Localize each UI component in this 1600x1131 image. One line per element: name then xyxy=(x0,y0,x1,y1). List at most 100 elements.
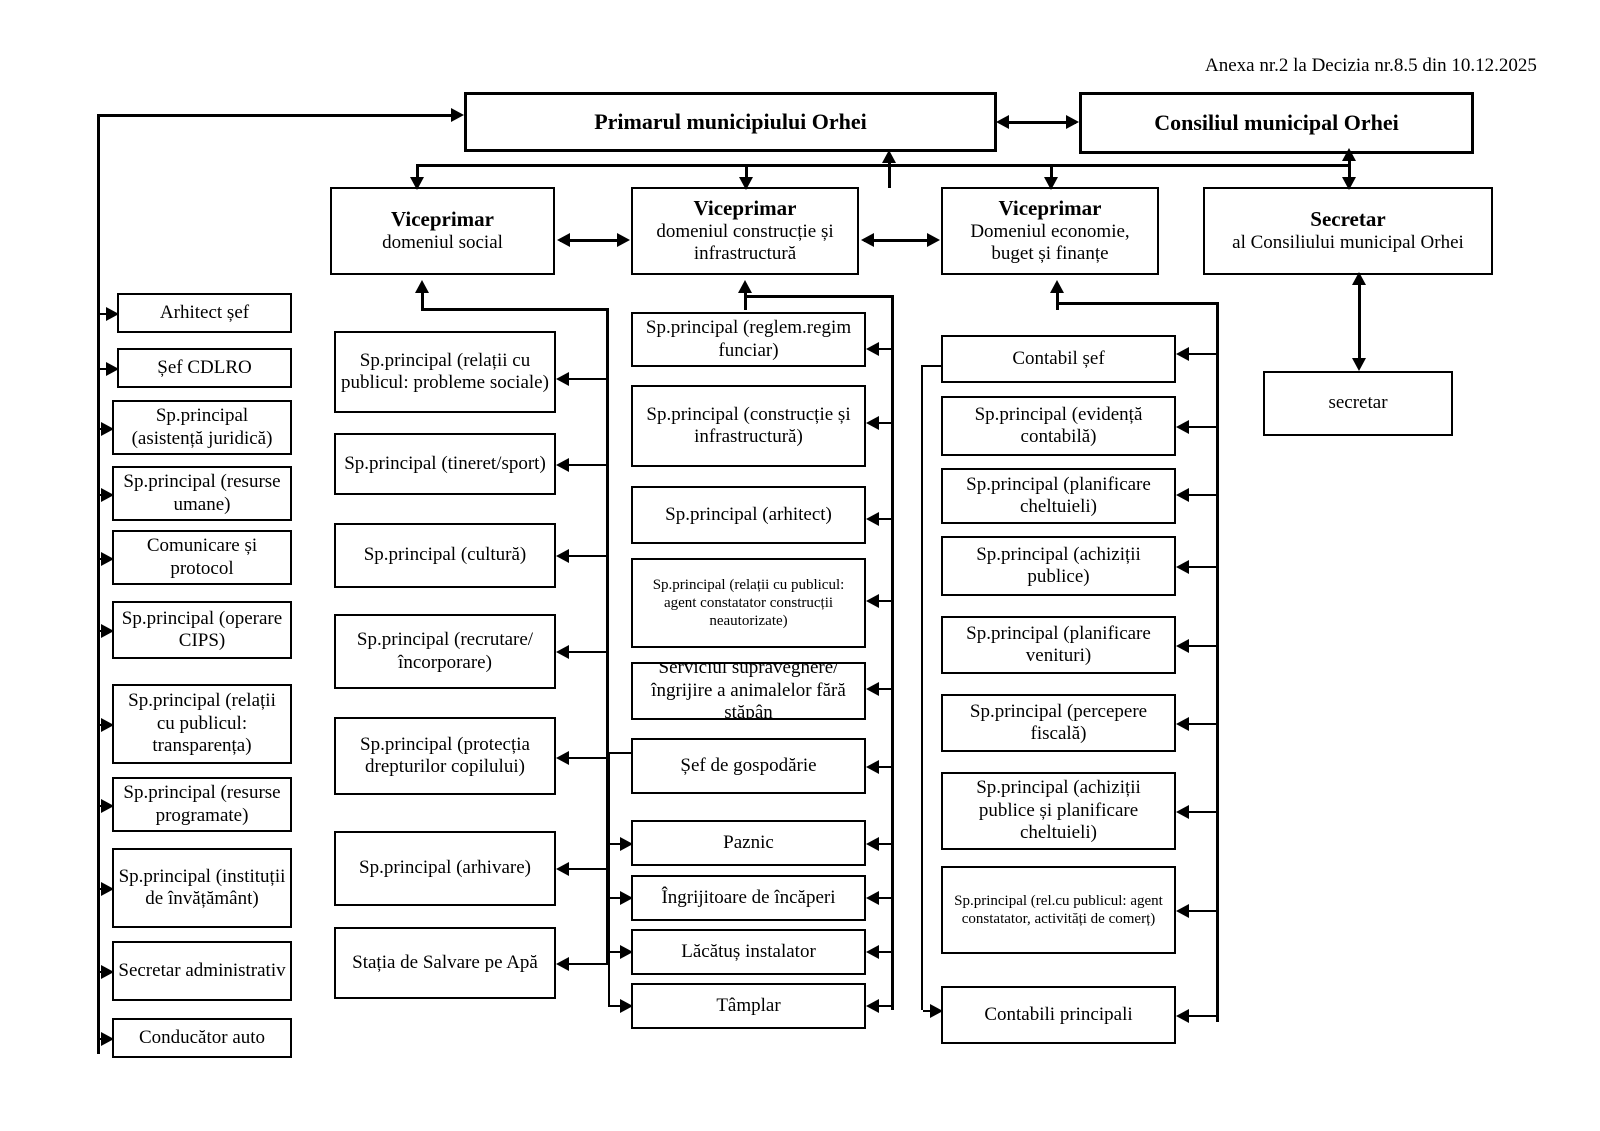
arrow-left-s4 xyxy=(556,751,569,765)
stub-e1 xyxy=(1180,426,1218,428)
box-deputy-social[interactable]: Viceprimar domeniul social xyxy=(330,187,555,275)
box-institutii-invatamant[interactable]: Sp.principal (instituții de învățământ) xyxy=(112,848,292,928)
connector-social-construction xyxy=(560,239,626,242)
arrow-right-contabili-principali xyxy=(930,1004,943,1018)
arrow-right-2 xyxy=(101,422,114,436)
box-achizitii-publice[interactable]: Sp.principal (achiziții publice) xyxy=(941,536,1176,596)
arrow-left-e0 xyxy=(1176,347,1189,361)
box-tamplar[interactable]: Tâmplar xyxy=(631,983,866,1029)
bus-mayor-left-vertical xyxy=(97,114,100,1054)
box-label: Sp.principal (reglem.regim funciar) xyxy=(645,317,852,361)
box-contabili-principali[interactable]: Contabili principali xyxy=(941,986,1176,1044)
subbus-gosp-in xyxy=(608,752,633,754)
arrow-right-7 xyxy=(101,799,114,813)
box-deputy-economy[interactable]: Viceprimar Domeniul economie, buget și f… xyxy=(941,187,1159,275)
box-secretar-staff[interactable]: secretar xyxy=(1263,371,1453,436)
box-mayor-label: Primarul municipiului Orhei xyxy=(594,109,867,135)
stub-c8b xyxy=(870,951,893,953)
stub-s2 xyxy=(560,555,608,557)
arrow-right-c7 xyxy=(620,891,633,905)
box-resurse-programate[interactable]: Sp.principal (resurse programate) xyxy=(112,777,292,832)
box-asistenta-juridica[interactable]: Sp.principal (asistență juridică) xyxy=(112,400,292,455)
arrow-left-c0 xyxy=(866,342,879,356)
box-probleme-sociale[interactable]: Sp.principal (relații cu publicul: probl… xyxy=(334,331,556,413)
box-label: Sp.principal (resurse umane) xyxy=(123,471,281,515)
box-sef-cdlro[interactable]: Șef CDLRO xyxy=(117,348,292,388)
arrow-left-construction xyxy=(861,233,874,247)
arrow-up-to-mayor xyxy=(882,150,896,163)
bus-construction-top xyxy=(744,295,894,298)
arrow-left-e4 xyxy=(1176,639,1189,653)
box-label: Sp.principal (achiziții publice) xyxy=(976,543,1141,587)
box-arhitect-sef[interactable]: Arhitect șef xyxy=(117,293,292,333)
box-serviciu-animale[interactable]: Serviciul supraveghere/ îngrijire a anim… xyxy=(631,662,866,720)
box-percepere-fiscala[interactable]: Sp.principal (percepere fiscală) xyxy=(941,694,1176,752)
arrow-down-deputy-social xyxy=(410,177,424,190)
box-secretar-administrativ[interactable]: Secretar administrativ xyxy=(112,941,292,1001)
stub-s1 xyxy=(560,464,608,466)
connector-mayor-up-stub xyxy=(888,158,891,188)
box-contabil-sef[interactable]: Contabil șef xyxy=(941,335,1176,383)
box-label: Lăcătuș instalator xyxy=(681,940,816,962)
box-label: Sp.principal (instituții de învățământ) xyxy=(118,865,286,909)
box-recrutare-incorporare[interactable]: Sp.principal (recrutare/încorporare) xyxy=(334,614,556,689)
box-label: Sp.principal (relații cu publicul: trans… xyxy=(128,690,276,757)
deputy-economy-subtitle: Domeniul economie, buget și finanțe xyxy=(970,220,1130,265)
box-operare-cips[interactable]: Sp.principal (operare CIPS) xyxy=(112,601,292,659)
box-arhivare[interactable]: Sp.principal (arhivare) xyxy=(334,831,556,906)
box-ingrijitoare-incaperi[interactable]: Îngrijitoare de încăperi xyxy=(631,875,866,921)
feeder-contabil-sef-vertical xyxy=(921,365,923,1010)
box-protectia-copilului[interactable]: Sp.principal (protecția drepturilor copi… xyxy=(334,717,556,795)
drop-deputy-economy xyxy=(1050,164,1053,182)
arrow-up-deputy-economy-col xyxy=(1050,280,1064,293)
box-achizitii-si-planificare[interactable]: Sp.principal (achiziții publice și plani… xyxy=(941,772,1176,850)
box-label: Sp.principal (tineret/sport) xyxy=(344,452,546,474)
box-label: Sp.principal (construcție și infrastruct… xyxy=(646,403,851,447)
arrow-right-5 xyxy=(101,624,114,638)
box-agent-constatator-comert[interactable]: Sp.principal (rel.cu publicul: agent con… xyxy=(941,866,1176,954)
stub-e4 xyxy=(1180,645,1218,647)
box-deputy-construction[interactable]: Viceprimar domeniul construcție și infra… xyxy=(631,187,859,275)
arrow-left-s2 xyxy=(556,549,569,563)
box-evidenta-contabila[interactable]: Sp.principal (evidență contabilă) xyxy=(941,396,1176,456)
arrow-right-construction xyxy=(617,233,630,247)
box-resurse-umane[interactable]: Sp.principal (resurse umane) xyxy=(112,466,292,521)
box-secretary-council[interactable]: Secretar al Consiliului municipal Orhei xyxy=(1203,187,1493,275)
box-label: Stația de Salvare pe Apă xyxy=(352,951,538,973)
box-lacatus-instalator[interactable]: Lăcătuș instalator xyxy=(631,929,866,975)
arrow-right-c6 xyxy=(620,837,633,851)
box-label: Sp.principal (protecția drepturilor copi… xyxy=(360,733,530,777)
arrow-down-secretar-staff xyxy=(1352,358,1366,371)
arrow-to-council xyxy=(1066,115,1079,129)
stub-s4 xyxy=(560,757,608,759)
box-planificare-cheltuieli[interactable]: Sp.principal (planificare cheltuieli) xyxy=(941,468,1176,524)
arrow-up-secretary-box xyxy=(1352,272,1366,285)
box-council[interactable]: Consiliul municipal Orhei xyxy=(1079,92,1474,154)
box-statia-salvare-apa[interactable]: Stația de Salvare pe Apă xyxy=(334,927,556,999)
box-regim-funciar[interactable]: Sp.principal (reglem.regim funciar) xyxy=(631,312,866,367)
arrow-down-deputy-construction xyxy=(739,177,753,190)
box-planificare-venituri[interactable]: Sp.principal (planificare venituri) xyxy=(941,616,1176,674)
box-mayor[interactable]: Primarul municipiului Orhei xyxy=(464,92,997,152)
stub-e6 xyxy=(1180,811,1218,813)
arrow-right-0 xyxy=(106,307,119,321)
arrow-left-c8 xyxy=(866,945,879,959)
box-transparenta[interactable]: Sp.principal (relații cu publicul: trans… xyxy=(112,684,292,764)
bus-deputies xyxy=(416,164,1351,167)
box-tineret-sport[interactable]: Sp.principal (tineret/sport) xyxy=(334,433,556,495)
box-comunicare-protocol[interactable]: Comunicare și protocol xyxy=(112,530,292,585)
box-paznic[interactable]: Paznic xyxy=(631,820,866,866)
box-label: Sp.principal (recrutare/încorporare) xyxy=(356,629,534,673)
box-agent-constatator-constructii[interactable]: Sp.principal (relații cu publicul: agent… xyxy=(631,558,866,648)
box-cultura[interactable]: Sp.principal (cultură) xyxy=(334,523,556,588)
subbus-gosp-vertical xyxy=(608,752,610,1007)
box-arhitect[interactable]: Sp.principal (arhitect) xyxy=(631,486,866,544)
stub-s6 xyxy=(560,963,608,965)
box-constructie-infrastructura[interactable]: Sp.principal (construcție și infrastruct… xyxy=(631,385,866,467)
arrow-left-e3 xyxy=(1176,560,1189,574)
box-conducator-auto[interactable]: Conducător auto xyxy=(112,1018,292,1058)
deputy-economy-title: Viceprimar xyxy=(998,196,1102,221)
box-sef-gospodarie[interactable]: Șef de gospodărie xyxy=(631,738,866,794)
stub-c2 xyxy=(870,518,893,520)
